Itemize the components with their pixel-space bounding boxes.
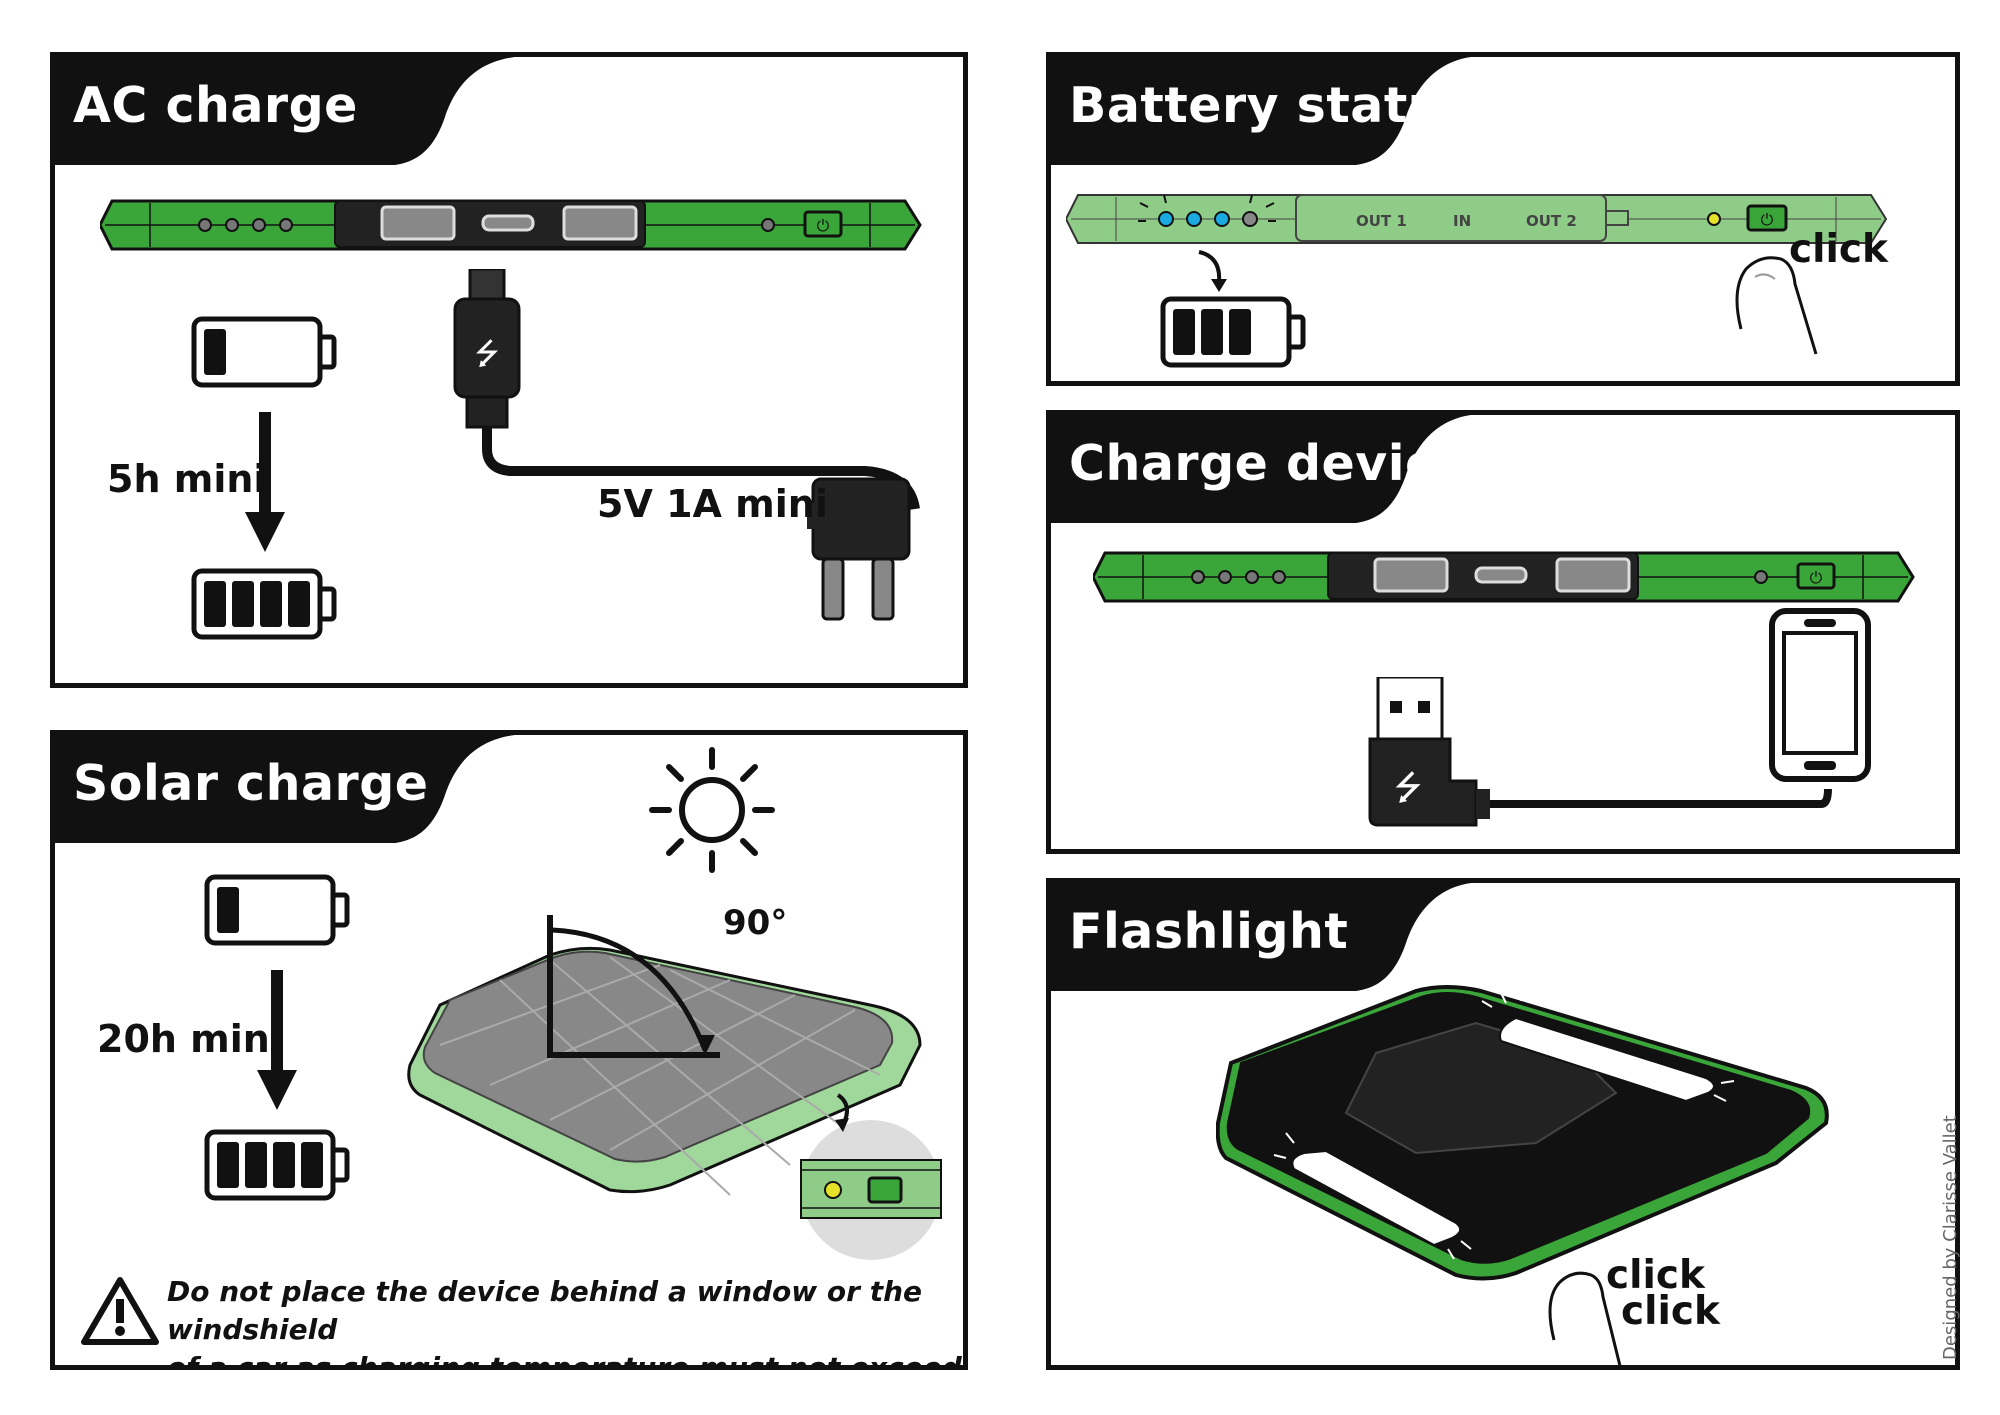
ac-charge-panel: AC charge ⏻ 5h mini (50, 52, 968, 688)
svg-text:⏻: ⏻ (1761, 210, 1774, 229)
powerbank-side-view: ⏻ (1093, 551, 1915, 603)
port-label-in: IN (1453, 212, 1472, 230)
solar-charge-title: Solar charge (73, 755, 429, 812)
flashlight-panel: Flashlight click click (1046, 878, 1960, 1370)
usb-a-plug-icon: ⭍ (1368, 677, 1832, 827)
warning-icon (81, 1277, 159, 1345)
ac-adapter-spec: 5V 1A mini (597, 482, 828, 526)
flashlight-click-2: click (1621, 1289, 1720, 1334)
warning-line-2: of a car as charging temperature must no… (167, 1351, 962, 1370)
solar-warning-text: Do not place the device behind a window … (167, 1273, 963, 1370)
solar-powerbank (407, 915, 922, 1196)
sun-icon (649, 747, 775, 873)
battery-status-title: Battery status (1069, 77, 1473, 134)
powerbank-side-view-light: ⏻ (1066, 194, 1888, 244)
flashlight-powerbank (1216, 985, 1829, 1281)
finger-press-icon (1735, 256, 1818, 355)
ac-charge-duration: 5h mini (107, 457, 267, 501)
port-label-out1: OUT 1 (1356, 212, 1407, 230)
battery-empty-icon (204, 874, 350, 946)
svg-text:⏻: ⏻ (817, 216, 830, 235)
solar-charge-header: Solar charge (55, 735, 515, 843)
charge-device-panel: Charge device ⏻ ⭍ (1046, 410, 1960, 854)
solar-led-zoom (800, 1093, 942, 1260)
svg-text:⏻: ⏻ (1810, 568, 1823, 587)
flashlight-title: Flashlight (1069, 903, 1349, 960)
wall-adapter-icon (807, 477, 911, 621)
solar-charge-panel: Solar charge 20h mini (50, 730, 968, 1370)
battery-three-quarter-icon (1160, 296, 1306, 368)
battery-full-icon (204, 1129, 350, 1201)
ac-charge-header: AC charge (55, 57, 515, 165)
solar-charge-duration: 20h mini (97, 1017, 283, 1061)
powerbank-side-view: ⏻ (100, 199, 922, 251)
port-label-out2: OUT 2 (1526, 212, 1577, 230)
curved-arrow-icon (1198, 250, 1227, 292)
svg-text:⭍: ⭍ (1394, 768, 1422, 808)
battery-empty-icon (191, 316, 337, 388)
flashlight-click-1: click (1606, 1253, 1705, 1298)
battery-full-icon (191, 568, 337, 640)
designer-credit: Designed by Clarisse Vallet (1940, 1115, 1961, 1360)
charge-device-title: Charge device (1069, 435, 1469, 492)
battery-status-header: Battery status (1051, 57, 1511, 165)
solar-angle-label: 90° (723, 903, 788, 943)
battery-status-click: click (1789, 227, 1888, 272)
smartphone-icon (1769, 608, 1871, 782)
ac-charge-title: AC charge (73, 77, 358, 134)
finger-press-icon (1548, 1271, 1622, 1365)
battery-status-panel: Battery status ⏻ OUT 1 IN OUT 2 (1046, 52, 1960, 386)
warning-line-1: Do not place the device behind a window … (167, 1275, 923, 1346)
down-arrow-icon (257, 970, 297, 1110)
charge-device-header: Charge device (1051, 415, 1511, 523)
flashlight-header: Flashlight (1051, 883, 1511, 991)
down-arrow-icon (245, 412, 285, 552)
svg-text:⭍: ⭍ (475, 337, 500, 372)
